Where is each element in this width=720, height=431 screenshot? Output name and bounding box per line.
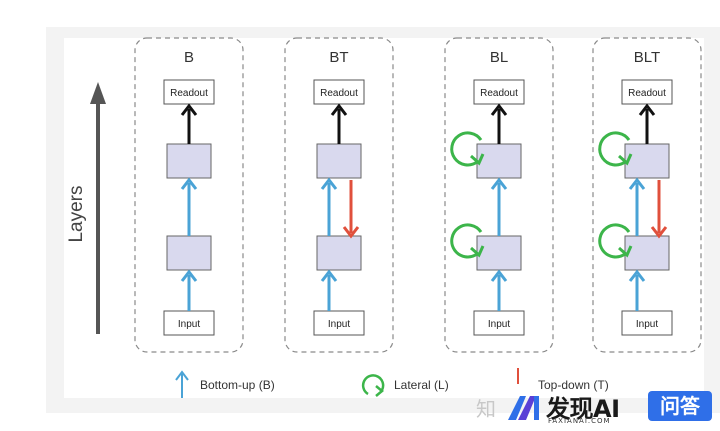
bottom-up-arrow-middle-head [490,177,508,190]
readout-label: Readout [628,88,666,99]
model-title: BL [490,49,508,66]
watermark-zhi: 知 [476,397,496,421]
bottom-up-arrow-middle-head [628,177,646,190]
watermark: 知 发现AI FAXIANAI.COM 问答 [468,387,720,431]
model-dashed-border [592,37,702,353]
bottom-up-arrow-middle-head [180,177,198,190]
readout-label: Readout [170,88,208,99]
model-title: BLT [634,49,660,66]
readout-arrow-head [490,103,508,116]
legend-lateral: Lateral (L) [361,374,449,397]
lateral-arrow-lower-head [618,245,633,258]
legend-bottom-up: Bottom-up (B) [175,370,275,398]
readout-arrow-head [638,103,656,116]
watermark-brand: 发现AI [546,395,620,423]
legend-bottom-up-arrowhead [175,370,189,381]
input-box [621,310,673,336]
bottom-up-arrow-lower-head [320,269,338,282]
lateral-arrow-upper [598,131,631,167]
layer-box-upper [166,143,212,179]
layers-axis: Layers [66,82,106,334]
legend-bottom-up-label: Bottom-up (B) [200,378,275,392]
layer-box-upper [476,143,522,179]
layer-box-lower [476,235,522,271]
axis-label: Layers [66,185,87,242]
lateral-arrow-upper-head [470,153,485,166]
layer-box-upper [316,143,362,179]
readout-box [621,79,673,105]
bottom-up-arrow-lower-head [628,269,646,282]
input-box [313,310,365,336]
legend-lateral-arrowhead [375,385,384,397]
lateral-arrow-lower [450,223,483,259]
model-title: BT [329,49,348,66]
layer-box-lower [316,235,362,271]
model-dashed-border [284,37,394,353]
faxianai-logo-icon [508,396,539,420]
lateral-arrow-upper [450,131,483,167]
bottom-up-arrow-lower-head [490,269,508,282]
input-label: Input [636,319,658,330]
bottom-up-arrow-lower-head [180,269,198,282]
layer-box-lower [624,235,670,271]
legend-lateral-label: Lateral (L) [394,378,449,392]
legend-top-down: Top-down (T) [517,368,609,392]
qa-button[interactable]: 问答 [648,391,712,421]
top-down-arrow-head [650,226,668,239]
lateral-arrow-upper-head [618,153,633,166]
legend-lateral-arrow [361,374,385,396]
legend: Bottom-up (B) Lateral (L) Top-down (T) [175,368,609,398]
bottom-up-arrow-middle-head [320,177,338,190]
readout-box [163,79,215,105]
legend-top-down-label: Top-down (T) [538,378,609,392]
readout-label: Readout [480,88,518,99]
readout-arrow-head [330,103,348,116]
lateral-arrow-lower [598,223,631,259]
input-label: Input [328,319,350,330]
top-down-arrow-head [342,226,360,239]
layer-box-lower [166,235,212,271]
input-label: Input [178,319,200,330]
lateral-arrow-lower-head [470,245,485,258]
layer-box-upper [624,143,670,179]
watermark-site: FAXIANAI.COM [548,417,611,425]
readout-label: Readout [320,88,358,99]
input-box [163,310,215,336]
model-title: B [184,49,194,66]
readout-arrow-head [180,103,198,116]
input-label: Input [488,319,510,330]
readout-box [313,79,365,105]
axis-arrow-head [90,82,106,104]
